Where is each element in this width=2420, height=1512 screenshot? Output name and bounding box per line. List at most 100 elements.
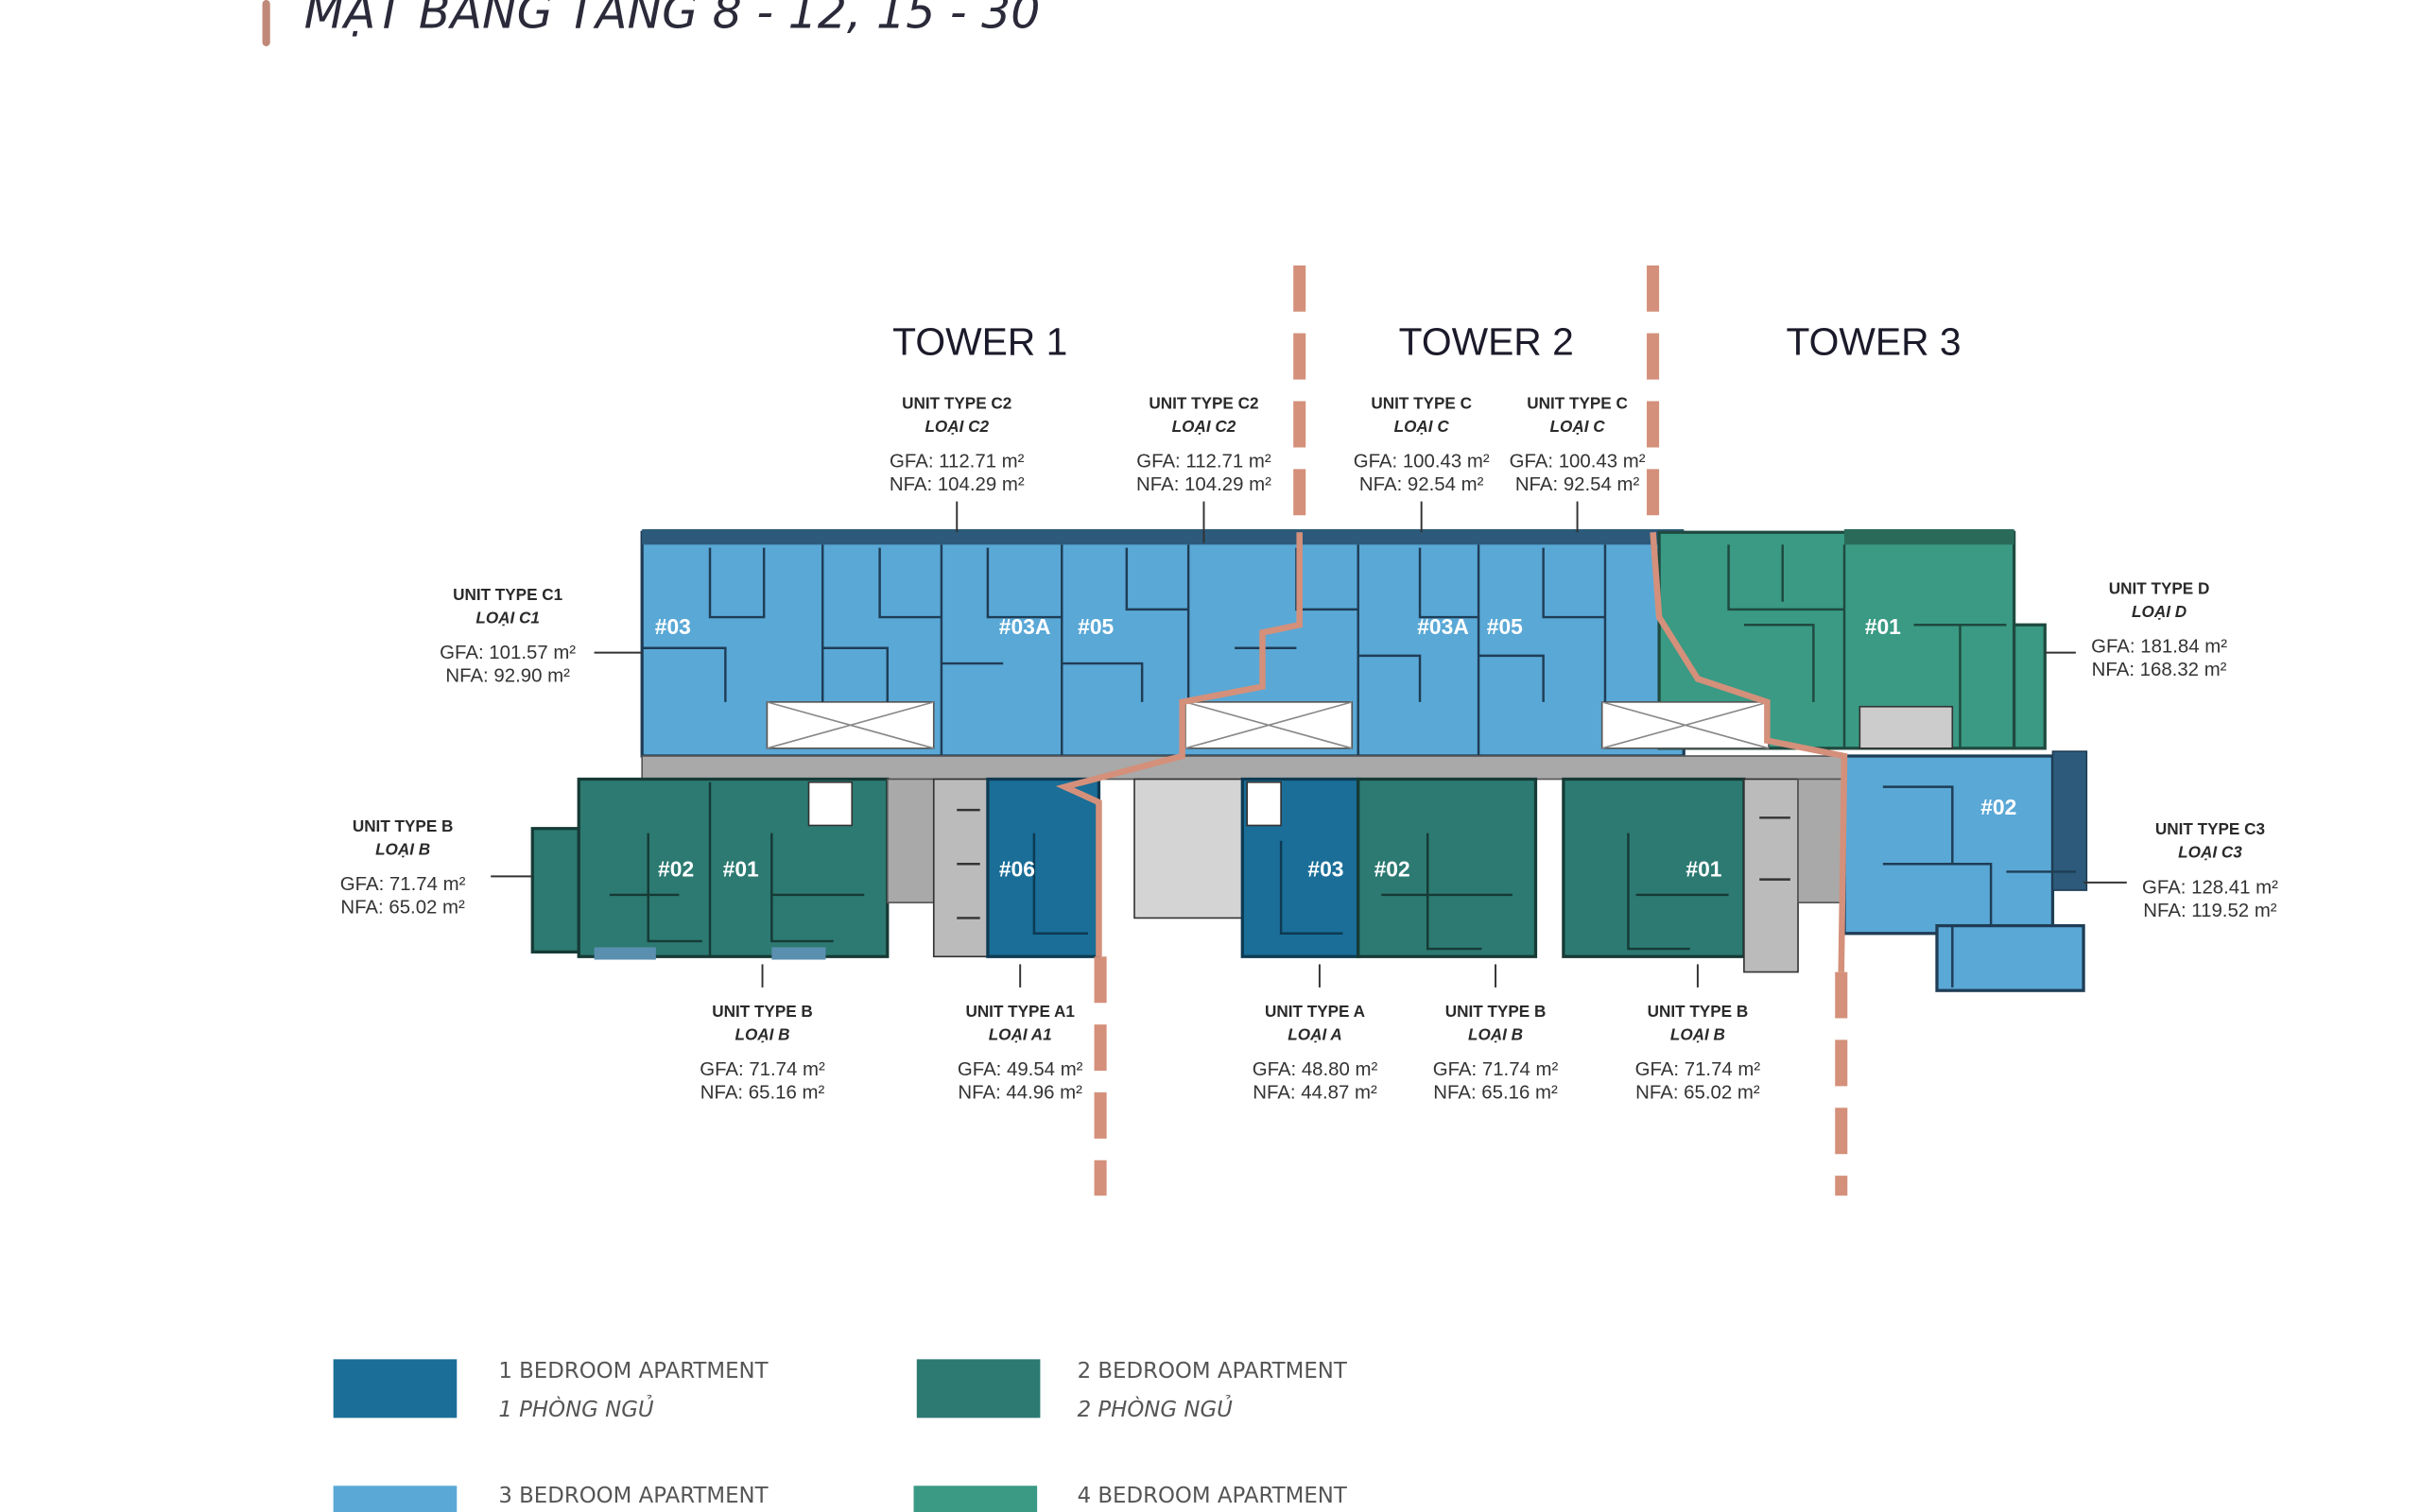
unit-type-label: UNIT TYPE B — [1648, 1002, 1749, 1021]
boundary-tower-2-3 — [1650, 532, 1848, 972]
balcony — [594, 947, 656, 960]
unit-c3-lower — [1935, 923, 2085, 992]
corridor — [641, 755, 1845, 781]
legend-swatch-2-bedroom — [916, 1359, 1041, 1418]
unit-type-loai: LOẠI C2 — [1172, 417, 1236, 436]
unit-number: #02 — [1374, 856, 1410, 881]
unit-type-label: UNIT TYPE A1 — [965, 1002, 1075, 1021]
unit-gfa: GFA: 128.41 m² — [2142, 877, 2278, 898]
unit-gfa: GFA: 49.54 m² — [958, 1059, 1083, 1080]
unit-gfa: GFA: 101.57 m² — [440, 643, 576, 663]
lower-walls — [609, 782, 1790, 957]
boundary-tower-1-2 — [1055, 532, 1303, 957]
void-cross — [1184, 701, 1353, 749]
corridor-branch — [886, 778, 935, 903]
unit-type-loai: LOẠI C1 — [475, 609, 540, 627]
unit-nfa: NFA: 104.29 m² — [1136, 474, 1271, 495]
title-accent-bar — [262, 0, 270, 46]
unit-type-label: UNIT TYPE A — [1265, 1002, 1365, 1021]
legend-label: 2 BEDROOM APARTMENT — [1078, 1359, 1348, 1383]
unit-d-wing — [2012, 623, 2047, 750]
service-core — [1133, 778, 1244, 919]
unit-gfa: GFA: 112.71 m² — [1136, 452, 1271, 472]
unit-nfa: NFA: 65.16 m² — [700, 1082, 825, 1103]
legend-sub: 2 PHÒNG NGỦ — [1078, 1395, 1234, 1422]
unit-b-block — [1357, 777, 1538, 958]
unit-d-balcony — [1844, 529, 2014, 545]
unit-nfa: NFA: 168.32 m² — [2092, 660, 2227, 680]
unit-type-loai: LOẠI A — [1288, 1024, 1341, 1043]
unit-type-label: UNIT TYPE C3 — [2155, 819, 2265, 838]
unit-number: #02 — [1980, 795, 2016, 819]
unit-nfa: NFA: 44.87 m² — [1253, 1082, 1377, 1103]
legend-swatch-3-bedroom — [333, 1486, 458, 1512]
unit-nfa: NFA: 65.02 m² — [340, 898, 465, 919]
unit-gfa: GFA: 71.74 m² — [340, 874, 466, 895]
lift-core — [932, 778, 989, 958]
unit-nfa: NFA: 104.29 m² — [890, 474, 1025, 495]
unit-type-loai: LOẠI B — [735, 1024, 790, 1043]
unit-type-label: UNIT TYPE C — [1371, 394, 1472, 413]
unit-number: #06 — [999, 856, 1035, 881]
legend-label: 3 BEDROOM APARTMENT — [498, 1484, 769, 1508]
unit-gfa: GFA: 48.80 m² — [1253, 1059, 1378, 1080]
legend-sub: 1 PHÒNG NGỦ — [498, 1395, 654, 1422]
unit-gfa: GFA: 181.84 m² — [2091, 637, 2227, 658]
unit-number: #01 — [723, 856, 759, 881]
lift-core — [1743, 778, 1799, 973]
unit-gfa: GFA: 100.43 m² — [1510, 452, 1646, 472]
unit-number: #01 — [1685, 856, 1721, 881]
unit-nfa: NFA: 92.54 m² — [1515, 474, 1640, 495]
unit-type-label: UNIT TYPE C2 — [1149, 394, 1258, 413]
unit-type-label: UNIT TYPE C1 — [453, 585, 563, 604]
unit-type-loai: LOẠI B — [375, 839, 430, 858]
unit-nfa: NFA: 44.96 m² — [958, 1082, 1082, 1103]
unit-type-label: UNIT TYPE D — [2109, 579, 2210, 598]
shaft — [1246, 781, 1282, 827]
unit-type-loai: LOẠI C2 — [925, 417, 989, 436]
corridor-branch — [1797, 778, 1845, 903]
unit-type-label: UNIT TYPE B — [1445, 1002, 1547, 1021]
unit-number: #03 — [655, 614, 691, 639]
unit-gfa: GFA: 71.74 m² — [1433, 1059, 1559, 1080]
unit-nfa: NFA: 65.02 m² — [1635, 1082, 1760, 1103]
void-cross — [767, 701, 934, 749]
unit-c3-block — [1842, 754, 2055, 936]
tower-3-label: TOWER 3 — [1786, 320, 1961, 364]
unit-type-loai: LOẠI C3 — [2178, 843, 2242, 862]
unit-type-label: UNIT TYPE B — [353, 816, 454, 835]
unit-c3-balcony — [2051, 750, 2088, 891]
unit-type-loai: LOẠI B — [1468, 1024, 1523, 1043]
unit-labels: #03#03A#05#03A#05#01#02#01#06#03#02#01#0… — [340, 394, 2278, 1104]
unit-c3-walls — [1882, 785, 2076, 988]
legend-label: 4 BEDROOM APARTMENT — [1078, 1484, 1348, 1508]
unit-type-label: UNIT TYPE C — [1527, 394, 1628, 413]
floor-plate — [530, 529, 2088, 992]
unit-gfa: GFA: 71.74 m² — [1635, 1059, 1761, 1080]
unit-b-wing — [530, 827, 580, 954]
unit-nfa: NFA: 119.52 m² — [2143, 901, 2276, 921]
unit-number: #05 — [1078, 614, 1114, 639]
legend-label: 1 BEDROOM APARTMENT — [498, 1359, 769, 1383]
void-cross — [1601, 701, 1770, 749]
unit-gfa: GFA: 71.74 m² — [700, 1059, 825, 1080]
unit-type-loai: LOẠI C — [1394, 417, 1450, 436]
unit-type-loai: LOẠI C — [1550, 417, 1606, 436]
unit-type-label: UNIT TYPE B — [712, 1002, 813, 1021]
legend: 1 BEDROOM APARTMENT 1 PHÒNG NGỦ 2 BEDROO… — [333, 1359, 1348, 1512]
unit-number: #03 — [1307, 856, 1343, 881]
upper-balcony-strip — [642, 529, 1685, 545]
unit-type-loai: LOẠI B — [1670, 1024, 1725, 1043]
unit-type-loai: LOẠI A1 — [989, 1024, 1052, 1043]
tower-1-label: TOWER 1 — [892, 320, 1067, 364]
tower-2-label: TOWER 2 — [1399, 320, 1574, 364]
legend-swatch-1-bedroom — [333, 1359, 458, 1418]
unit-number: #03A — [999, 614, 1051, 639]
unit-a1-block — [986, 777, 1101, 958]
lift-core — [1858, 705, 1954, 749]
unit-gfa: GFA: 112.71 m² — [890, 452, 1025, 472]
unit-nfa: NFA: 92.54 m² — [1359, 474, 1484, 495]
unit-nfa: NFA: 65.16 m² — [1433, 1082, 1558, 1103]
unit-number: #01 — [1865, 614, 1901, 639]
unit-type-label: UNIT TYPE C2 — [902, 394, 1011, 413]
